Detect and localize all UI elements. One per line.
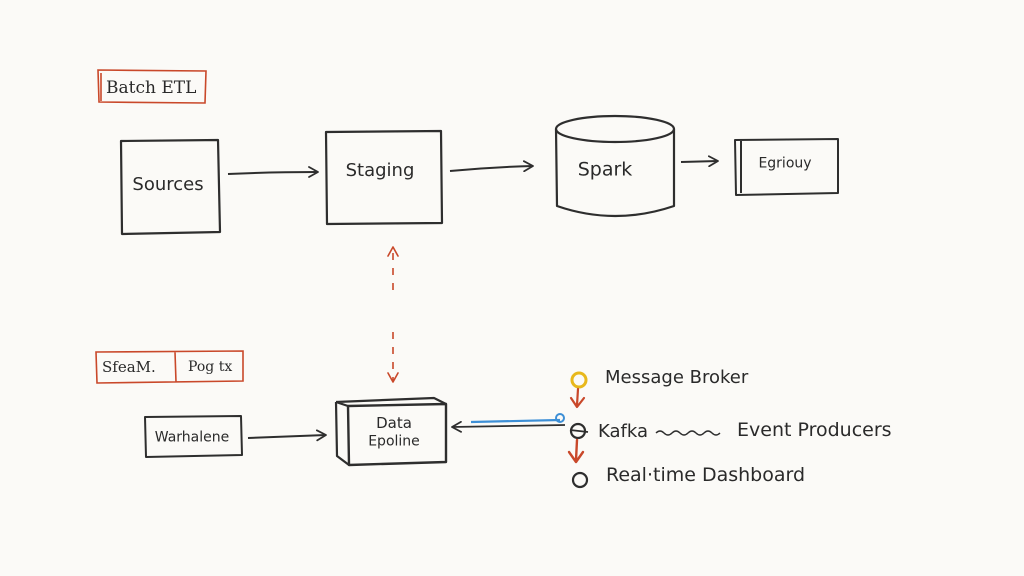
stream-tag-right: Pog tx: [188, 359, 233, 375]
warehouse-box: [144, 415, 243, 458]
blue-node-icon: [555, 413, 565, 423]
red-arrow-1: [569, 387, 586, 409]
staging-label: Staging: [345, 160, 415, 182]
yellow-node-icon: [570, 371, 588, 389]
warehouse-label: Warhalene: [154, 429, 230, 446]
stream-tag-frame: [95, 350, 244, 384]
message-broker-label: Message Broker: [605, 367, 749, 388]
spark-cylinder: [554, 114, 676, 218]
sources-label: Sources: [132, 174, 204, 196]
arrow-warehouse-pipeline: [247, 429, 327, 442]
kafka-node-bar: [569, 429, 589, 433]
pipeline-box: [334, 396, 448, 467]
wavy-link: [655, 430, 721, 436]
spark-label: Spark: [577, 158, 633, 181]
batch-tag: Batch ETL: [106, 78, 197, 98]
egress-box: [734, 138, 839, 196]
arrow-spark-egress: [680, 155, 719, 168]
event-producers-label: Event Producers: [737, 419, 892, 441]
staging-box: [324, 129, 444, 226]
egress-label: Egriouy: [758, 155, 812, 172]
dashboard-label: Real·time Dashboard: [606, 464, 806, 486]
blue-connector: [470, 418, 561, 424]
dashboard-node-icon: [571, 471, 589, 489]
sources-box: [119, 138, 222, 236]
kafka-label: Kafka: [598, 421, 648, 442]
pipeline-label-line1: Data: [376, 413, 412, 432]
stream-tag-left: SfeaM.: [102, 358, 156, 376]
arrow-kafka-pipeline: [451, 420, 566, 433]
arrow-sources-staging: [227, 166, 319, 178]
arrow-staging-spark: [449, 160, 534, 173]
red-arrow-2: [567, 438, 585, 464]
pipeline-label-line2: Epoline: [368, 433, 420, 450]
batch-tag-frame: [97, 69, 207, 104]
